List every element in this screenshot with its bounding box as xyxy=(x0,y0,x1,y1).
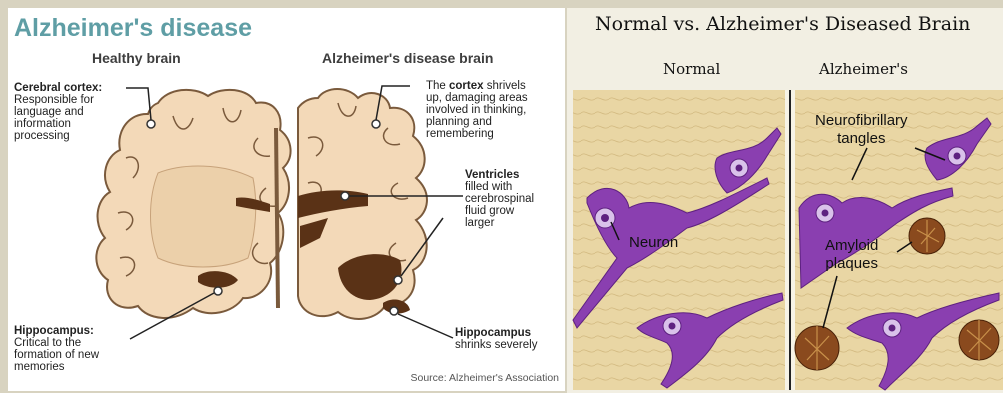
source-credit: Source: Alzheimer's Association xyxy=(411,372,560,384)
tangles-label-line: Neurofibrillary xyxy=(815,112,908,129)
hippocampus-label-title: Hippocampus: xyxy=(14,325,94,337)
tangles-label: Neurofibrillary tangles xyxy=(815,112,908,148)
ventricles-label-line: fluid grow xyxy=(465,205,514,217)
ventricles-label-title: Ventricles xyxy=(465,169,519,181)
cortex-label-line: Responsible for xyxy=(14,94,94,106)
alz-cortex-label-line: planning and xyxy=(426,116,492,128)
plaques-label-line: plaques xyxy=(825,255,878,272)
hippocampus-label: Hippocampus: Critical to the formation o… xyxy=(14,325,99,373)
cortex-label-title: Cerebral cortex: xyxy=(14,82,102,94)
alz-cortex-label-pre: The xyxy=(426,80,449,92)
neuron-comparison-panel: Normal vs. Alzheimer's Diseased Brain No… xyxy=(567,8,1003,393)
neuron-label: Neuron xyxy=(629,234,678,252)
cortex-label-line: information xyxy=(14,118,71,130)
ventricles-label-line: filled with xyxy=(465,181,512,193)
tangles-label-line: tangles xyxy=(837,130,885,147)
plaques-label-line: Amyloid xyxy=(825,237,878,254)
alz-cortex-label-line: up, damaging areas xyxy=(426,92,528,104)
ventricles-label-line: larger xyxy=(465,217,494,229)
alz-cortex-label: The cortex shrivels up, damaging areas i… xyxy=(426,80,528,140)
alzheimers-brain-diagram: Alzheimer's disease Healthy brain Alzhei… xyxy=(8,8,565,391)
alz-cortex-label-line: remembering xyxy=(426,128,494,140)
cortex-label: Cerebral cortex: Responsible for languag… xyxy=(14,82,102,142)
cortex-label-line: processing xyxy=(14,130,70,142)
alz-cortex-label-post: shrivels xyxy=(484,80,526,92)
alz-hippocampus-label-line: shrinks severely xyxy=(455,339,537,351)
alz-hippocampus-label: Hippocampus shrinks severely xyxy=(455,327,537,351)
hippocampus-label-line: Critical to the xyxy=(14,337,81,349)
ventricles-label: Ventricles filled with cerebrospinal flu… xyxy=(465,169,534,229)
cortex-label-line: language and xyxy=(14,106,84,118)
hippocampus-label-line: formation of new xyxy=(14,349,99,361)
ventricles-label-line: cerebrospinal xyxy=(465,193,534,205)
alz-hippocampus-label-title: Hippocampus xyxy=(455,327,531,339)
hippocampus-label-line: memories xyxy=(14,361,64,373)
plaques-label: Amyloid plaques xyxy=(825,237,878,273)
alz-cortex-label-bold: cortex xyxy=(449,80,484,92)
neuron-illustrations xyxy=(567,8,1003,393)
alz-cortex-label-line: involved in thinking, xyxy=(426,104,526,116)
